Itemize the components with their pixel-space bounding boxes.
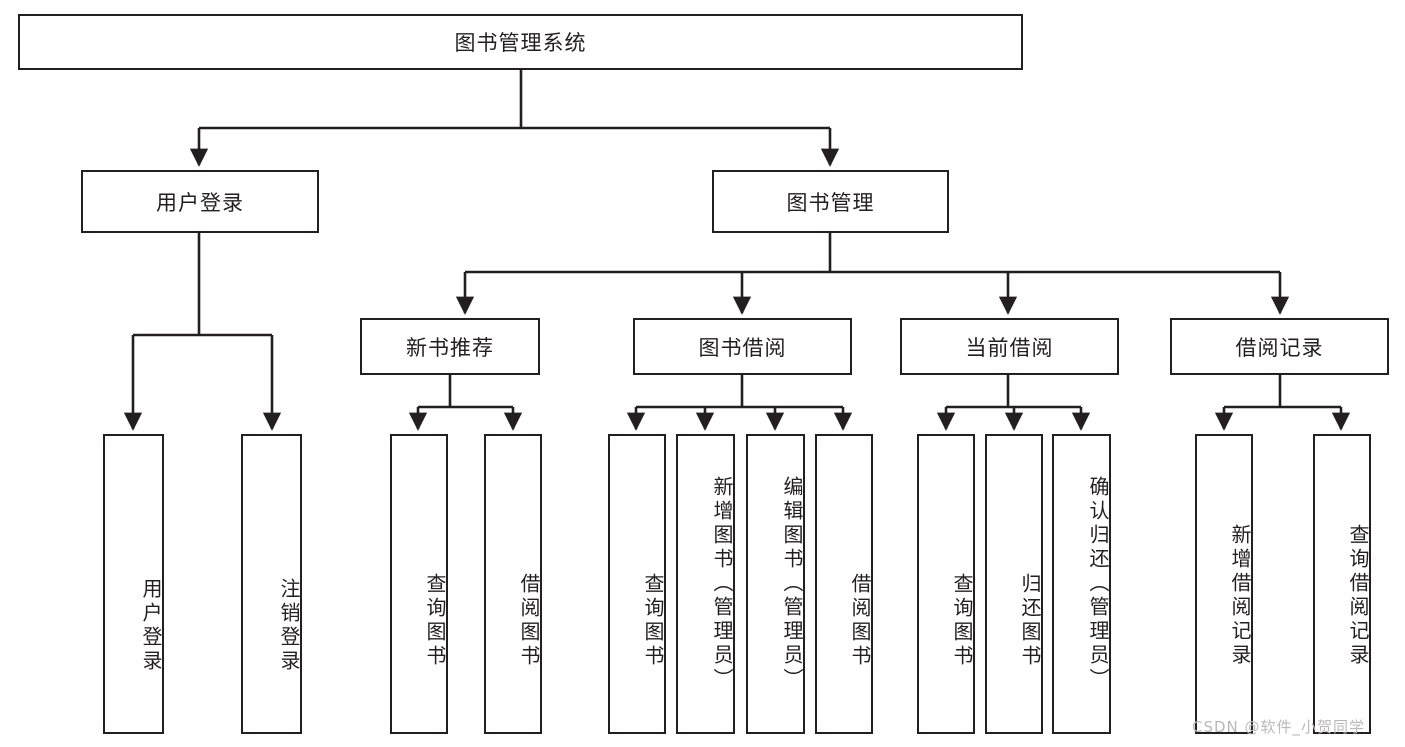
- leaf-label: 新增借阅记录: [1228, 524, 1252, 668]
- node-book-manage-label: 图书管理: [786, 190, 875, 215]
- node-user-login[interactable]: 用户登录: [81, 170, 319, 233]
- node-root[interactable]: 图书管理系统: [18, 14, 1023, 70]
- leaf-label: 借阅图书: [517, 573, 541, 669]
- node-borrow-record-label: 借阅记录: [1235, 335, 1324, 360]
- watermark-text: CSDN @软件_小贺同学: [1192, 718, 1366, 736]
- leaf-book-borrow-query-book[interactable]: 查询图书: [608, 434, 666, 734]
- leaf-book-borrow-add-book[interactable]: 新增图书（管理员）: [676, 434, 735, 734]
- node-book-borrow-label: 图书借阅: [698, 335, 787, 360]
- leaf-label: 借阅图书: [848, 573, 872, 669]
- leaf-label: 查询图书: [423, 573, 447, 669]
- leaf-borrow-record-query-record[interactable]: 查询借阅记录: [1313, 434, 1371, 734]
- leaf-new-book-query-book[interactable]: 查询图书: [390, 434, 448, 734]
- leaf-label: 查询图书: [950, 573, 974, 669]
- leaf-book-borrow-edit-book[interactable]: 编辑图书（管理员）: [746, 434, 805, 734]
- leaf-label: 注销登录: [277, 578, 301, 674]
- leaf-book-borrow-borrow-book[interactable]: 借阅图书: [815, 434, 873, 734]
- watermark: CSDN @软件_小贺同学: [1192, 716, 1365, 737]
- node-new-book-recommend[interactable]: 新书推荐: [360, 318, 540, 375]
- leaf-borrow-record-add-record[interactable]: 新增借阅记录: [1195, 434, 1253, 734]
- leaf-label: 编辑图书（管理员）: [780, 476, 804, 692]
- leaf-label: 用户登录: [139, 578, 163, 674]
- leaf-label: 查询借阅记录: [1346, 524, 1370, 668]
- leaf-current-borrow-query-book[interactable]: 查询图书: [917, 434, 975, 734]
- node-current-borrow-label: 当前借阅: [965, 335, 1054, 360]
- leaf-label: 归还图书: [1018, 573, 1042, 669]
- node-user-login-label: 用户登录: [156, 190, 244, 215]
- node-borrow-record[interactable]: 借阅记录: [1170, 318, 1389, 375]
- node-new-book-recommend-label: 新书推荐: [406, 335, 494, 360]
- leaf-user-login-logout[interactable]: 注销登录: [241, 434, 302, 734]
- node-root-label: 图书管理系统: [454, 31, 587, 55]
- node-current-borrow[interactable]: 当前借阅: [900, 318, 1119, 375]
- leaf-label: 查询图书: [641, 573, 665, 669]
- leaf-current-borrow-return-book[interactable]: 归还图书: [985, 434, 1043, 734]
- node-book-manage[interactable]: 图书管理: [712, 170, 949, 233]
- leaf-label: 确认归还（管理员）: [1086, 476, 1110, 692]
- leaf-new-book-borrow-book[interactable]: 借阅图书: [484, 434, 542, 734]
- leaf-current-borrow-confirm-return[interactable]: 确认归还（管理员）: [1052, 434, 1111, 734]
- node-book-borrow[interactable]: 图书借阅: [633, 318, 852, 375]
- leaf-label: 新增图书（管理员）: [710, 476, 734, 692]
- leaf-user-login-login[interactable]: 用户登录: [103, 434, 164, 734]
